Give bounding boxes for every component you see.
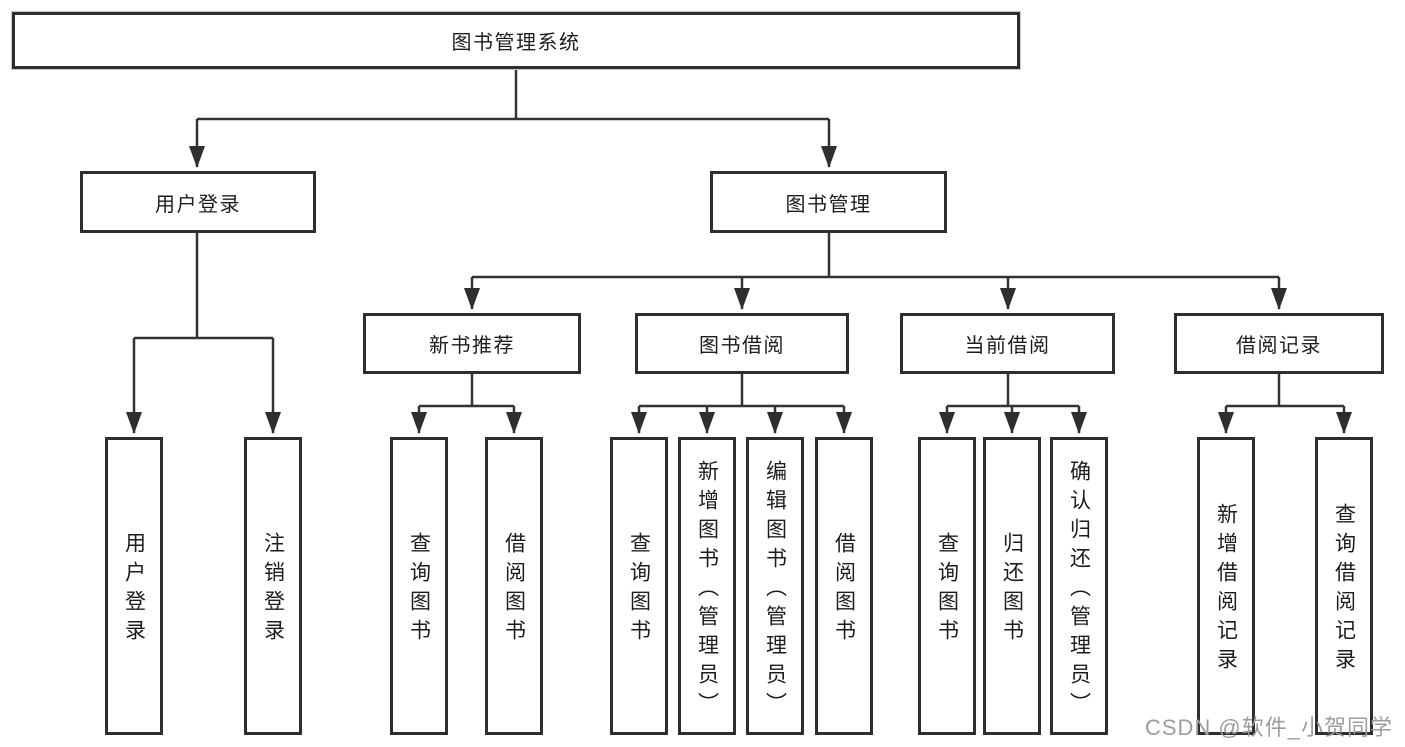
- connector-trunks: [134, 69, 1344, 408]
- node-add-borrow-record: 新增借阅记录: [1197, 437, 1255, 735]
- node-confirm-return-admin: 确认归还（管理员）: [1050, 437, 1108, 735]
- node-borrowing-records: 借阅记录: [1174, 313, 1384, 374]
- node-borrow-books-leaf: 借阅图书: [815, 437, 873, 735]
- node-add-books-admin: 新增图书（管理员）: [678, 437, 736, 735]
- node-user-login-leaf: 用户登录: [105, 437, 163, 735]
- node-query-books-borrow: 查询图书: [610, 437, 668, 735]
- node-label: 新增借阅记录: [1214, 503, 1238, 677]
- node-return-books: 归还图书: [983, 437, 1041, 735]
- node-logout-leaf: 注销登录: [244, 437, 302, 735]
- node-label: 查询图书: [935, 532, 959, 648]
- node-edit-books-admin: 编辑图书（管理员）: [746, 437, 804, 735]
- node-book-borrowing: 图书借阅: [635, 313, 849, 374]
- node-label: 查询借阅记录: [1332, 503, 1356, 677]
- node-borrow-books-recommend: 借阅图书: [485, 437, 543, 735]
- node-label: 查询图书: [407, 532, 431, 648]
- node-query-books-current: 查询图书: [918, 437, 976, 735]
- csdn-watermark: CSDN @软件_小贺同学: [1144, 715, 1393, 740]
- node-query-borrow-record: 查询借阅记录: [1315, 437, 1373, 735]
- node-new-book-recommendation: 新书推荐: [363, 313, 581, 374]
- node-current-borrowing: 当前借阅: [900, 313, 1115, 374]
- node-book-management: 图书管理: [710, 171, 947, 233]
- node-label: 借阅图书: [832, 532, 856, 648]
- node-user-login: 用户登录: [80, 171, 316, 233]
- node-library-management-system: 图书管理系统: [12, 12, 1020, 69]
- node-label: 借阅图书: [502, 532, 526, 648]
- node-label: 注销登录: [261, 532, 285, 648]
- node-label: 查询图书: [627, 532, 651, 648]
- node-query-books-recommend: 查询图书: [390, 437, 448, 735]
- node-label: 归还图书: [1000, 532, 1024, 648]
- node-label: 新增图书（管理员）: [695, 459, 719, 721]
- node-label: 编辑图书（管理员）: [763, 459, 787, 721]
- node-label: 用户登录: [122, 532, 146, 648]
- node-label: 确认归还（管理员）: [1067, 459, 1091, 721]
